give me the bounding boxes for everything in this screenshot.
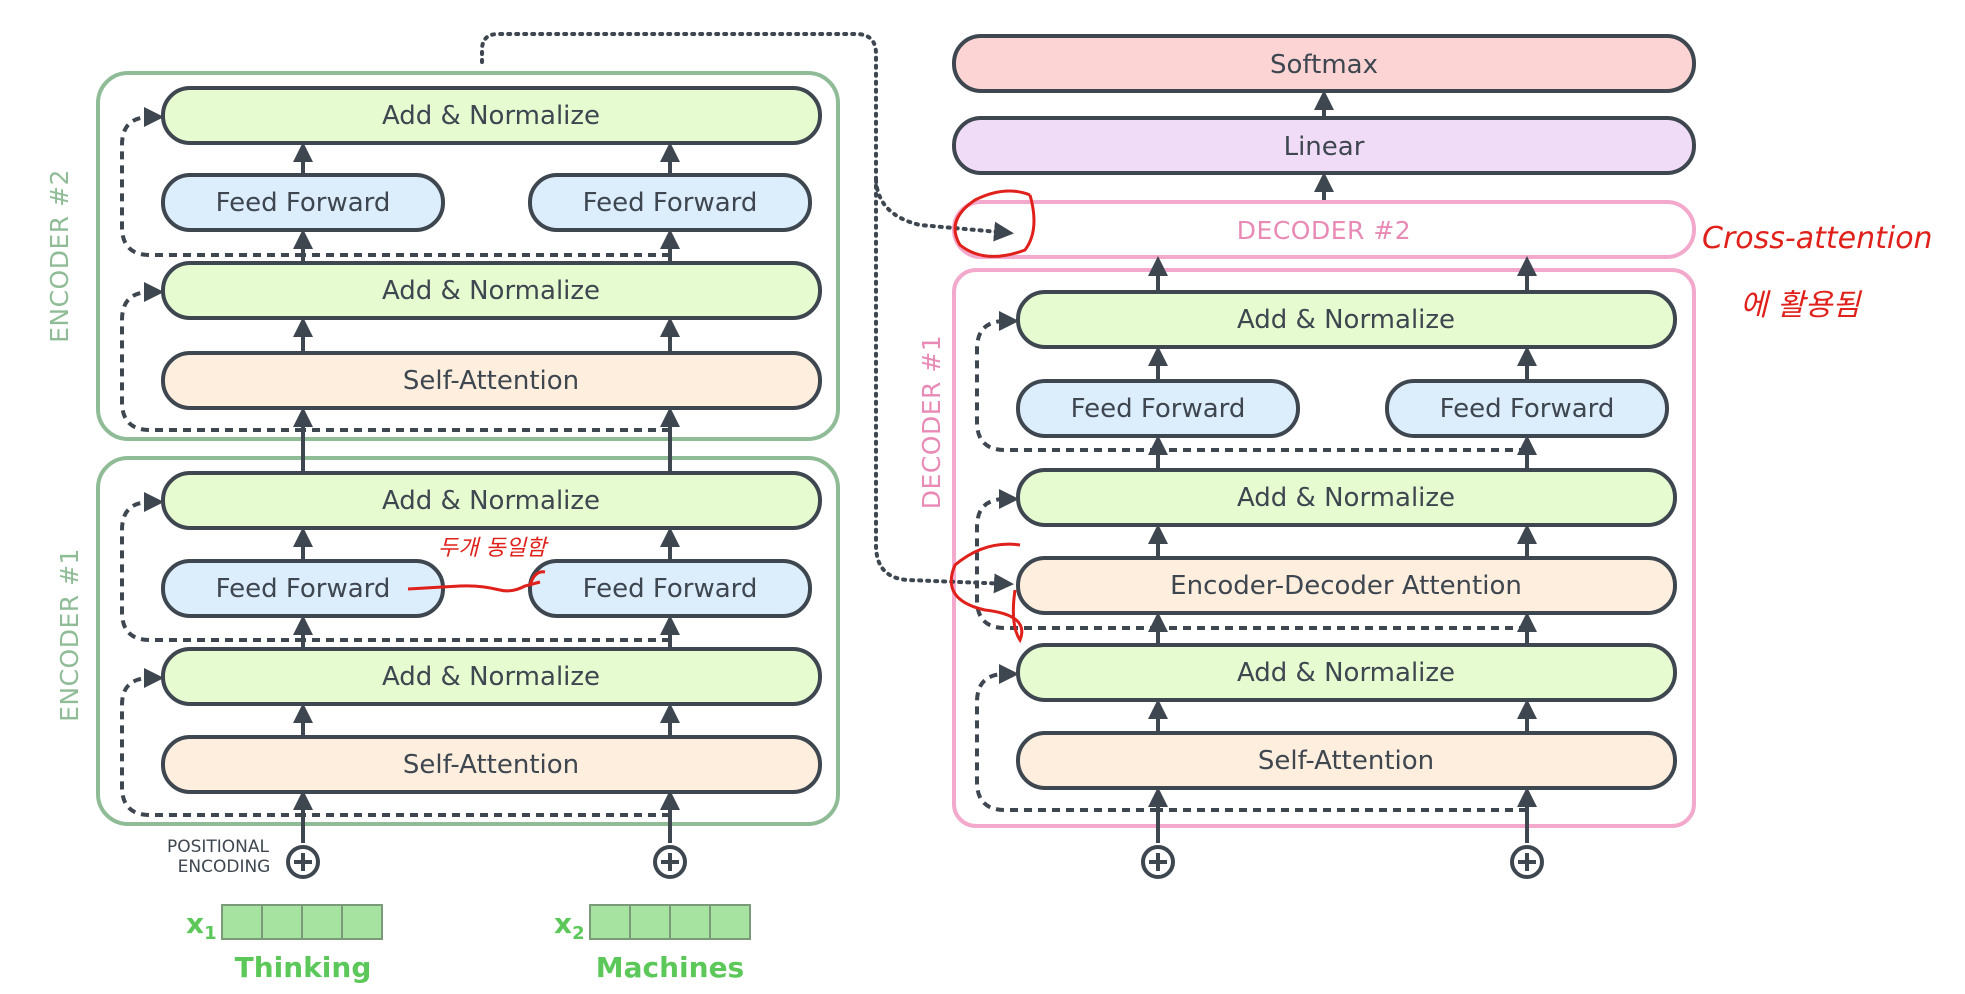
- decoder-feed-forward-1: Feed Forward: [1016, 379, 1300, 438]
- encoder-plus-2-icon: [653, 845, 687, 879]
- decoder-flow-arrows: [1148, 256, 1537, 843]
- encoder-2-feed-forward-2-label: Feed Forward: [583, 188, 758, 218]
- encoder-residual-connections: [120, 107, 670, 817]
- encoder-2-feed-forward-1: Feed Forward: [161, 173, 445, 232]
- decoder-feed-forward-2-label: Feed Forward: [1440, 394, 1615, 424]
- softmax-box: Softmax: [952, 34, 1696, 93]
- decoder-1-container: [952, 268, 1696, 828]
- encoder-1-add-norm-top: Add & Normalize: [161, 471, 822, 530]
- encoder-1-label: ENCODER #1: [55, 548, 84, 722]
- decoder-add-norm-bottom: Add & Normalize: [1016, 643, 1677, 702]
- linear-box: Linear: [952, 116, 1696, 175]
- encoder-2-feed-forward-2: Feed Forward: [528, 173, 812, 232]
- encoder-1-add-norm-top-label: Add & Normalize: [382, 486, 600, 516]
- encoder-1-feed-forward-2: Feed Forward: [528, 559, 812, 618]
- decoder-plus-1-icon: [1141, 845, 1175, 879]
- encoder-2-self-attention-label: Self-Attention: [403, 366, 579, 396]
- encoder-1-feed-forward-1: Feed Forward: [161, 559, 445, 618]
- decoder-add-norm-middle: Add & Normalize: [1016, 468, 1677, 527]
- word-machines: Machines: [596, 951, 744, 984]
- embedding-x1: [221, 904, 383, 940]
- decoder-feed-forward-2: Feed Forward: [1385, 379, 1669, 438]
- encoder-flow-arrows: [293, 142, 680, 843]
- encoder-2-add-norm-bottom-label: Add & Normalize: [382, 276, 600, 306]
- encoder-1-feed-forward-1-label: Feed Forward: [216, 574, 391, 604]
- decoder-plus-2-icon: [1510, 845, 1544, 879]
- positional-encoding-label-line2: ENCODING: [178, 857, 271, 877]
- decoder-2-label: DECODER #2: [1237, 216, 1411, 245]
- red-annotation-marks: [407, 189, 1036, 644]
- annotation-cross-attention-line2: 에 활용됨: [1740, 288, 1862, 323]
- decoder-add-norm-bottom-label: Add & Normalize: [1237, 658, 1455, 688]
- embedding-x2: [589, 904, 751, 940]
- encoder-2-container: [96, 71, 840, 441]
- decoder-1-label: DECODER #1: [917, 335, 946, 509]
- annotation-cross-attention-line1: Cross-attention: [1702, 221, 1933, 256]
- word-thinking: Thinking: [235, 951, 372, 984]
- encoder-2-self-attention: Self-Attention: [161, 351, 822, 410]
- encoder-1-add-norm-bottom: Add & Normalize: [161, 647, 822, 706]
- decoder-self-attention: Self-Attention: [1016, 731, 1677, 790]
- encoder-2-label: ENCODER #2: [45, 169, 74, 343]
- x2-label: x2: [554, 907, 585, 944]
- decoder-enc-dec-attention-label: Encoder-Decoder Attention: [1170, 571, 1522, 601]
- encoder-plus-1-icon: [286, 845, 320, 879]
- encoder-2-add-norm-top: Add & Normalize: [161, 86, 822, 145]
- decoder-add-norm-top-label: Add & Normalize: [1237, 305, 1455, 335]
- encoder-1-self-attention-label: Self-Attention: [403, 750, 579, 780]
- softmax-label: Softmax: [1270, 50, 1378, 80]
- decoder-self-attention-label: Self-Attention: [1258, 746, 1434, 776]
- decoder-enc-dec-attention: Encoder-Decoder Attention: [1016, 556, 1677, 615]
- encoder-1-feed-forward-2-label: Feed Forward: [583, 574, 758, 604]
- encoder-2-feed-forward-1-label: Feed Forward: [216, 188, 391, 218]
- decoder-2-box: DECODER #2: [952, 200, 1696, 259]
- encoder-2-add-norm-top-label: Add & Normalize: [382, 101, 600, 131]
- linear-label: Linear: [1284, 132, 1365, 162]
- annotation-ffn-note: 두개 동일함: [438, 536, 549, 561]
- positional-encoding-label-line1: POSITIONAL: [167, 837, 270, 857]
- decoder-residual-connections: [975, 311, 1527, 812]
- encoder-1-add-norm-bottom-label: Add & Normalize: [382, 662, 600, 692]
- decoder-add-norm-middle-label: Add & Normalize: [1237, 483, 1455, 513]
- encoder-output-connections: [480, 32, 1014, 594]
- encoder-1-self-attention: Self-Attention: [161, 735, 822, 794]
- decoder-add-norm-top: Add & Normalize: [1016, 290, 1677, 349]
- encoder-2-add-norm-bottom: Add & Normalize: [161, 261, 822, 320]
- decoder-feed-forward-1-label: Feed Forward: [1071, 394, 1246, 424]
- encoder-1-container: [96, 456, 840, 826]
- x1-label: x1: [186, 907, 217, 944]
